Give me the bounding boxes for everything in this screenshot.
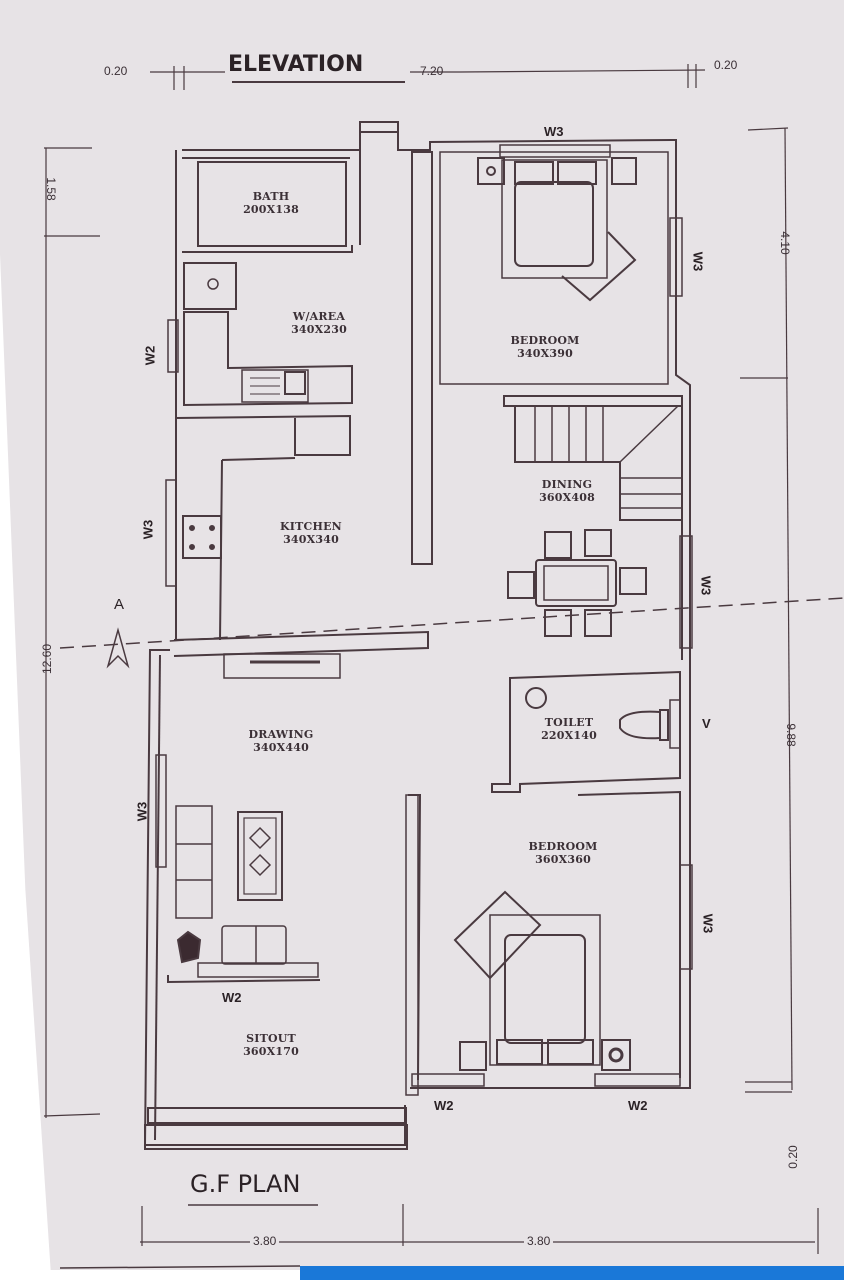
background-strip <box>300 1266 844 1280</box>
window-label-left-drawing: W3 <box>134 801 150 822</box>
dim-top-total: 7.20 <box>420 64 444 78</box>
window-label-drawing-front: W2 <box>222 990 242 1005</box>
window-label-right-bedroom: W3 <box>690 251 706 272</box>
dim-left-1: 1.58 <box>44 177 58 201</box>
vent-label-toilet: V <box>702 716 711 731</box>
window-label-right-bedroom2: W3 <box>700 913 716 934</box>
dim-right-1: 4.10 <box>778 231 792 255</box>
dim-right-3: 0.20 <box>786 1145 800 1169</box>
window-label-top-bedroom: W3 <box>544 124 564 139</box>
plan-title: G.F PLAN <box>190 1170 301 1198</box>
elevation-title: ELEVATION <box>228 52 364 77</box>
dim-top-right: 0.20 <box>714 58 738 72</box>
window-label-left-kitchen: W3 <box>140 519 156 540</box>
window-label-bottom-right: W2 <box>628 1098 648 1113</box>
dim-bottom-right: 3.80 <box>524 1234 554 1248</box>
section-marker: A <box>114 596 125 613</box>
dim-top-left: 0.20 <box>104 64 128 78</box>
dim-right-2: 9.88 <box>784 723 798 747</box>
window-label-bottom-left: W2 <box>434 1098 454 1113</box>
window-label-right-dining: W3 <box>698 575 714 596</box>
window-label-left-warea: W2 <box>142 345 158 366</box>
dim-left-2: 12.60 <box>40 643 54 675</box>
dim-bottom-left: 3.80 <box>250 1234 280 1248</box>
